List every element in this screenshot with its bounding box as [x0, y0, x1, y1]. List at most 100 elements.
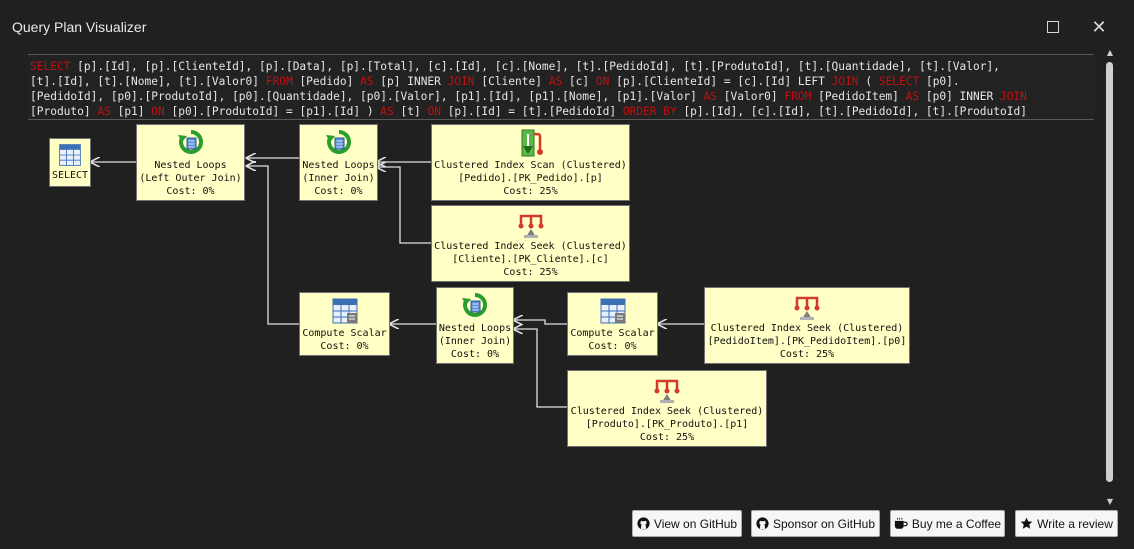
sql-keyword: JOIN	[999, 90, 1027, 103]
edge-seek-produto-inner2	[514, 329, 567, 408]
plan-node-text: Cost: 25%	[779, 349, 835, 360]
sql-keyword: SELECT	[30, 60, 71, 73]
scroll-down-icon[interactable]: ▼	[1106, 497, 1114, 506]
sql-text: [p0] INNER	[919, 90, 1000, 103]
plan-node-nl-inner-2[interactable]: Nested Loops(Inner Join)Cost: 0%	[436, 287, 514, 364]
nested-loops-icon	[462, 292, 488, 317]
plan-node-text: Cost: 25%	[503, 267, 558, 278]
close-button[interactable]: ✕	[1085, 14, 1113, 42]
plan-node-text: Compute Scalar	[302, 328, 387, 339]
plan-node-text: [Produto].[PK_Produto].[p1]	[585, 419, 749, 430]
sql-keyword: ON	[595, 75, 610, 88]
sql-text: [p0].	[919, 75, 960, 88]
sql-keyword: SELECT	[878, 75, 920, 88]
sql-text: [p].[Id], [c].[Id], [t].[PedidoId], [t].…	[676, 105, 1027, 118]
plan-node-seek-pedidoitem[interactable]: Clustered Index Seek (Clustered) [PedidoI…	[704, 287, 910, 364]
title-bar: Query Plan Visualizer ✕	[0, 0, 1134, 52]
clustered-index-seek-icon	[794, 296, 820, 320]
clustered-index-seek-icon	[518, 214, 543, 238]
plan-node-text: Cost: 0%	[320, 341, 369, 352]
vertical-scrollbar[interactable]: ▲ ▼	[1103, 48, 1117, 508]
scroll-up-icon[interactable]: ▲	[1106, 48, 1114, 57]
edge-seek-inner1	[377, 167, 431, 244]
plan-node-nl-inner-1[interactable]: Nested Loops(Inner Join)Cost: 0%	[299, 124, 378, 201]
plan-node-text: Nested Loops	[302, 160, 375, 171]
sql-keyword: FROM	[784, 90, 812, 103]
github-icon	[756, 517, 769, 530]
sql-keyword: ORDER BY	[622, 105, 677, 118]
sql-keyword: JOIN	[447, 75, 475, 88]
sql-text: [Produto]	[30, 105, 98, 118]
nested-loops-icon	[325, 129, 351, 154]
plan-node-seek-produto[interactable]: Clustered Index Seek (Clustered)[Produto…	[567, 370, 767, 447]
star-icon	[1020, 517, 1033, 529]
sql-text: [Cliente]	[474, 75, 549, 88]
sql-query-text: SELECT [p].[Id], [p].[ClienteId], [p].[D…	[28, 54, 1094, 120]
plan-node-text: Cost: 0%	[450, 349, 500, 360]
plan-node-text: Clustered Index Seek (Clustered)	[434, 241, 627, 252]
compute-scalar-icon	[332, 298, 357, 324]
plan-node-text: Cost: 0%	[588, 341, 637, 352]
plan-node-text: Cost: 25%	[503, 186, 558, 197]
plan-node-text: Clustered Index Scan (Clustered)	[434, 160, 627, 171]
sql-text: [p0].[ProdutoId] = [p1].[Id] )	[164, 105, 381, 118]
plan-node-text: Nested Loops	[154, 160, 227, 171]
sql-line: SELECT [p].[Id], [p].[ClienteId], [p].[D…	[30, 59, 1092, 74]
plan-node-select[interactable]: SELECT	[49, 138, 91, 187]
plan-node-text: Cost: 0%	[314, 186, 363, 197]
coffee-cup-icon	[894, 517, 908, 529]
sql-keyword: AS	[97, 105, 111, 118]
select-table-icon	[59, 144, 81, 166]
plan-node-text: [Cliente].[PK_Cliente].[c]	[452, 254, 609, 265]
sql-line: [t].[Id], [t].[Nome], [t].[Valor0] FROM …	[30, 74, 1092, 89]
compute-scalar-icon	[600, 298, 625, 324]
plan-node-text: Cost: 0%	[166, 186, 215, 197]
plan-node-text: Compute Scalar	[570, 328, 655, 339]
sql-line: [Produto] AS [p1] ON [p0].[ProdutoId] = …	[30, 104, 1092, 119]
plan-node-nl-outer[interactable]: Nested Loops(Left Outer Join)Cost: 0%	[136, 124, 245, 201]
sql-line: [PedidoId], [p0].[ProdutoId], [p0].[Quan…	[30, 89, 1092, 104]
plan-connectors	[28, 122, 704, 408]
view-on-github-button[interactable]: View on GitHub	[632, 510, 742, 537]
maximize-button[interactable]	[1039, 14, 1067, 42]
sql-text: [PedidoItem]	[811, 90, 906, 103]
plan-node-text: SELECT	[51, 170, 89, 181]
plan-node-text: (Inner Join)	[438, 336, 512, 347]
github-icon	[637, 517, 650, 530]
sql-text: [p].[Id], [p].[ClienteId], [p].[Data], […	[70, 60, 1000, 73]
clustered-index-scan-icon	[521, 129, 543, 157]
buy-me-a-coffee-button[interactable]: Buy me a Coffee	[890, 510, 1005, 537]
scrollbar-thumb[interactable]	[1106, 62, 1113, 482]
clustered-index-seek-icon	[654, 379, 680, 403]
plan-node-text: [PedidoItem].[PK_PedidoItem].[p0]	[707, 336, 907, 347]
close-icon: ✕	[1091, 17, 1107, 38]
sql-keyword: JOIN	[831, 75, 859, 88]
sql-keyword: ON	[427, 105, 441, 118]
sql-text: (	[858, 75, 879, 88]
sql-keyword: AS	[360, 75, 374, 88]
write-a-review-button[interactable]: Write a review	[1015, 510, 1118, 537]
sql-text: [Pedido]	[292, 75, 361, 88]
nested-loops-icon	[177, 129, 203, 154]
query-plan-diagram: SELECT Nested Loops(Left Outer Join)Cost:…	[28, 122, 1094, 502]
sql-text: [Valor0]	[717, 90, 785, 103]
plan-node-text: Clustered Index Seek (Clustered)	[710, 323, 904, 334]
sql-text: [p] INNER	[373, 75, 448, 88]
sql-text: [p1]	[110, 105, 152, 118]
plan-node-text: [Pedido].[PK_Pedido].[p]	[458, 173, 603, 184]
plan-node-seek-cliente[interactable]: Clustered Index Seek (Clustered) [Cliente…	[431, 205, 630, 282]
sql-text: [t].[Id], [t].[Nome], [t].[Valor0]	[30, 75, 266, 88]
window-title: Query Plan Visualizer	[12, 19, 147, 35]
sql-keyword: AS	[380, 105, 394, 118]
buy-me-a-coffee-label: Buy me a Coffee	[911, 516, 1002, 531]
plan-node-scan-pedido[interactable]: Clustered Index Scan (Clustered) [Pedido]…	[431, 124, 630, 201]
sql-keyword: ON	[151, 105, 165, 118]
sql-keyword: AS	[905, 90, 920, 103]
sql-text: [c]	[562, 75, 596, 88]
write-a-review-label: Write a review	[1037, 516, 1113, 531]
sponsor-on-github-button[interactable]: Sponsor on GitHub	[751, 510, 880, 537]
sponsor-on-github-label: Sponsor on GitHub	[772, 516, 876, 531]
sql-keyword: AS	[548, 75, 563, 88]
